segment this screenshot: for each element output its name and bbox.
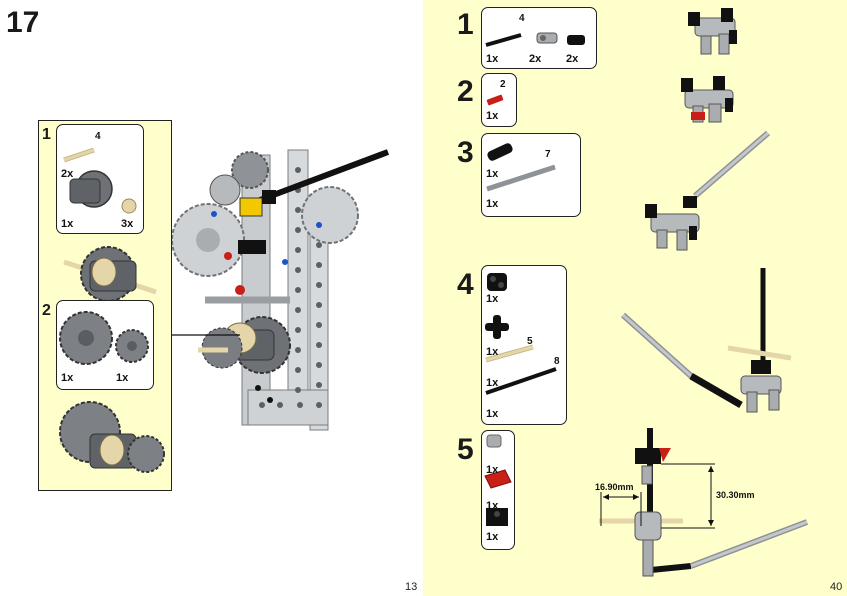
step-2-number: 2 [457,75,474,108]
dimension-height: 30.30mm [716,490,755,500]
step-5-qty-3: 1x [486,531,499,543]
step-5-parts-box [481,430,515,550]
step-3-number: 3 [457,136,474,169]
main-model-illustration [171,149,390,431]
step-3-qty-1: 1x [486,168,499,180]
qty-gear-large: 1x [61,372,74,384]
step-1-qty-2: 2x [529,53,542,65]
step-3-parts-art [486,143,556,192]
qty-gear-small: 1x [116,372,129,384]
step-number: 17 [6,6,40,39]
substep-2-number: 2 [42,302,51,319]
step-4-qty-2: 1x [486,346,499,358]
step-1-parts-art [485,32,585,47]
dimension-width: 16.90mm [595,482,634,492]
substep-2-parts-art [59,311,149,365]
step-5-parts-art [484,434,512,526]
step-1-qty-3: 2x [566,53,579,65]
step-5-qty-1: 1x [486,464,499,476]
step-2-qty-1: 1x [486,110,499,122]
step-5-qty-2: 1x [486,500,499,512]
step-5-number: 5 [457,433,474,466]
right-page: 1 4 1x 2x 2x 2 2 1x 3 7 1x 1x 4 5 8 1x 1… [423,0,847,596]
right-model-illustrations [599,8,809,577]
axle-length-label: 4 [95,131,101,142]
step-1-length: 4 [519,13,525,24]
step-3-length: 7 [545,149,551,160]
substep-1-parts-art [63,147,137,214]
step-4-qty-3: 1x [486,377,499,389]
step-4-length-1: 5 [527,336,533,347]
step-4-parts-art [485,273,557,395]
step-4-length-2: 8 [554,356,560,367]
qty-axle: 2x [61,168,74,180]
step-4-qty-4: 1x [486,408,499,420]
left-page: 17 [0,0,423,596]
step-2-parts-art [486,94,504,106]
step-1-number: 1 [457,8,474,41]
step-4-number: 4 [457,268,474,301]
step-4-parts-box [481,265,567,425]
qty-pin: 3x [121,218,134,230]
page-number-right: 40 [830,581,843,593]
step-4-qty-1: 1x [486,293,499,305]
substep-1-number: 1 [42,126,51,143]
page-number-left: 13 [405,581,418,593]
substep-1-result [63,246,157,302]
step-3-qty-2: 1x [486,198,499,210]
step-1-qty-1: 1x [486,53,499,65]
step-2-length: 2 [500,79,506,90]
qty-differential: 1x [61,218,74,230]
substep-2-result [59,401,165,473]
